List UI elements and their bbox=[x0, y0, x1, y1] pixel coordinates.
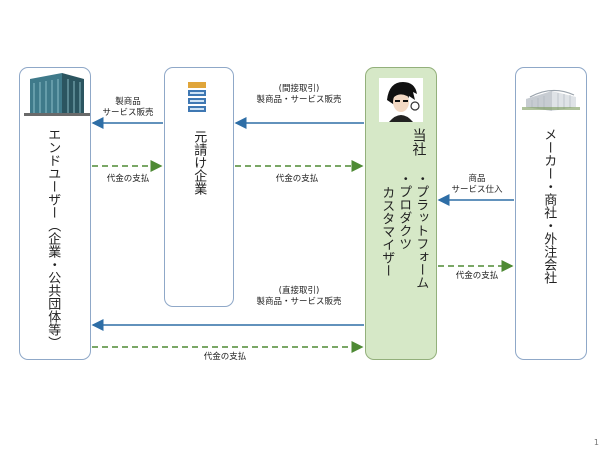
our-company-title: 当社 bbox=[410, 128, 427, 156]
warehouse-icon bbox=[522, 89, 580, 111]
label-bottom-pay: 代金の支払 bbox=[203, 352, 247, 362]
page-number: 1 bbox=[593, 438, 599, 447]
our-company-item-platform: ・プラットフォーム bbox=[413, 172, 429, 289]
maker-box bbox=[515, 67, 587, 360]
label-right-pay: 代金の支払 bbox=[455, 271, 499, 281]
office-building-icon bbox=[24, 73, 90, 116]
end-user-label: エンドユーザー（企業・公共団体等） bbox=[45, 128, 61, 349]
label-top-mid-sales: (間接取引) 製商品・サービス販売 bbox=[256, 84, 342, 106]
prime-contractor-label: 元請け企業 bbox=[191, 130, 207, 195]
person-avatar-icon bbox=[379, 78, 423, 122]
building-stack-icon bbox=[188, 82, 206, 112]
label-bottom-direct-sales: (直接取引) 製商品・サービス販売 bbox=[256, 286, 342, 308]
label-pay-mid: 代金の支払 bbox=[275, 174, 319, 184]
our-company-item-products: ・プロダクツ bbox=[396, 172, 412, 250]
our-company-item-customizer: カスタマイザー bbox=[379, 186, 395, 277]
maker-label: メーカー・商社・外注会社 bbox=[541, 128, 557, 284]
label-pay-left: 代金の支払 bbox=[106, 174, 150, 184]
label-top-left-sales: 製商品 サービス販売 bbox=[102, 97, 154, 119]
label-right-supply: 商品 サービス仕入 bbox=[451, 174, 503, 196]
